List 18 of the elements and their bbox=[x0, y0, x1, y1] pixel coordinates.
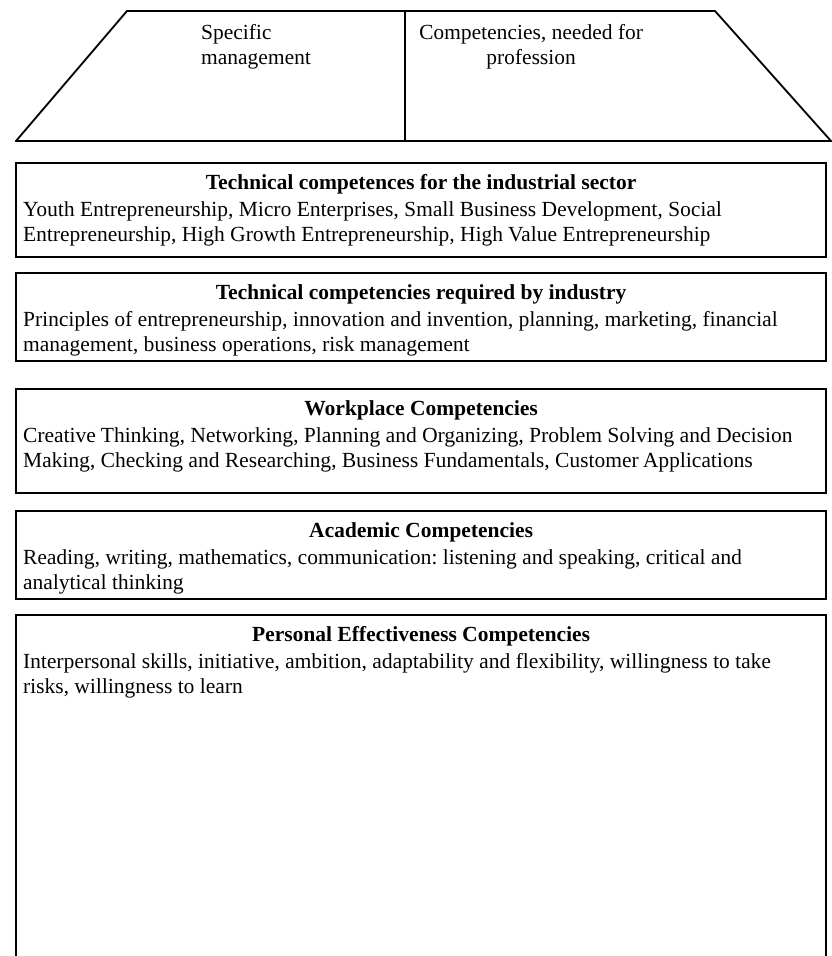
heading-text: Technical competences for the industrial sector bbox=[204, 170, 638, 195]
level-box bbox=[15, 388, 827, 494]
body-text: Principles of entrepreneurship, innovation and invention, planning, marketing, financial management, business operations, risk management bbox=[23, 307, 779, 357]
section-label: Competencies, needed for profession bbox=[418, 20, 644, 70]
level-box bbox=[15, 510, 827, 600]
level-box bbox=[15, 162, 827, 258]
level-box bbox=[15, 614, 827, 956]
heading-text: Workplace Competencies bbox=[303, 396, 539, 421]
body-text: Interpersonal skills, initiative, ambition, adaptability and flexibility, willingness to take risks, willingness to learn bbox=[23, 649, 772, 699]
body-text: Creative Thinking, Networking, Planning and Organizing, Problem Solving and Decision Making, Checking and Researching, Business Fundamentals, Customer Applications bbox=[23, 423, 794, 473]
body-text: Youth Entrepreneurship, Micro Enterprises, Small Business Development, Social Entrepreneurship, High Growth Entrepreneurship, High Value Entrepreneurship bbox=[23, 197, 723, 247]
trapezoid-shape bbox=[15, 10, 832, 142]
level-box bbox=[15, 272, 827, 362]
heading-text: Academic Competencies bbox=[308, 518, 534, 543]
heading-text: Personal Effectiveness Competencies bbox=[251, 622, 591, 647]
body-text: Reading, writing, mathematics, communication: listening and speaking, critical and analytical thinking bbox=[23, 545, 743, 595]
heading-text: Technical competencies required by industry bbox=[214, 280, 628, 305]
section-label: Specific management bbox=[201, 20, 312, 70]
